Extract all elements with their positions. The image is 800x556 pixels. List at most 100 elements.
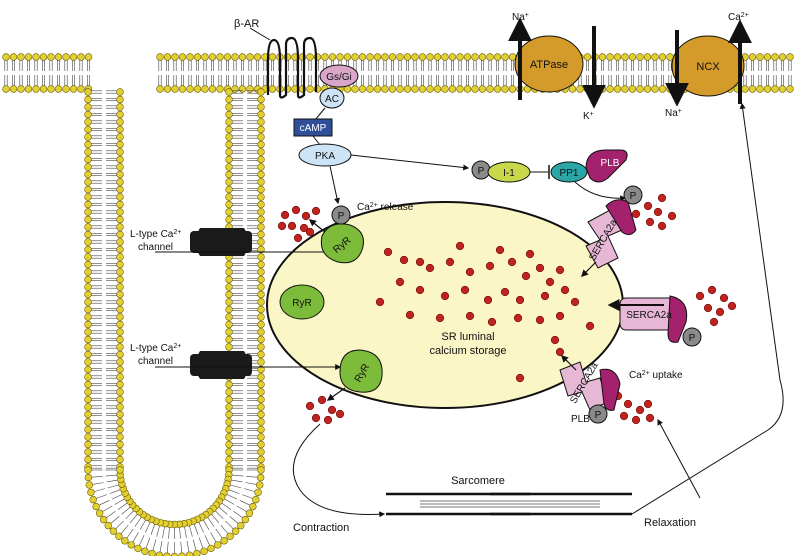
lipid-head: [116, 170, 124, 179]
lipid-head: [84, 103, 92, 111]
lipid-head: [116, 305, 124, 314]
calcium-ion: [375, 297, 385, 307]
calcium-ion: [405, 310, 415, 320]
lipid-head: [763, 53, 772, 61]
lipid-head: [156, 85, 164, 93]
lipid-head: [69, 53, 78, 61]
lipid-head: [756, 85, 764, 93]
lipid-head: [155, 551, 164, 556]
lipid-head: [84, 283, 92, 291]
lipid-head: [621, 53, 629, 61]
serca-bottom: SERCA2a: [559, 360, 621, 411]
calcium-ion: [507, 257, 517, 267]
lipid-head: [658, 53, 667, 61]
lipid-head: [598, 85, 607, 93]
lipid-head: [225, 125, 233, 134]
calcium-ions: [277, 193, 737, 425]
lipid-head: [116, 283, 124, 291]
lipid-head: [116, 215, 124, 224]
calcium-ion: [485, 261, 495, 271]
lipid-head: [388, 53, 397, 61]
lipid-head: [225, 103, 233, 111]
lipid-head: [628, 53, 637, 61]
lipid-head: [84, 170, 92, 179]
lipid-head: [225, 260, 233, 269]
lipid-head: [225, 433, 233, 441]
pp1-enzyme: [550, 161, 588, 183]
plb-top-label: PLB: [601, 158, 620, 169]
lipid-head: [116, 133, 124, 141]
lipid-head: [257, 365, 265, 374]
lipid-head: [116, 373, 124, 381]
lipid-head: [84, 380, 92, 389]
lipid-head: [658, 85, 667, 93]
lipid-head: [84, 193, 92, 201]
lipid-head: [257, 133, 265, 141]
calcium-ion: [487, 317, 497, 327]
calcium-ion: [301, 211, 311, 221]
lipid-head: [225, 110, 233, 119]
lipid-head: [388, 85, 397, 93]
lipid-head: [116, 103, 124, 111]
lipid-head: [116, 388, 124, 396]
lipid-head: [225, 155, 233, 164]
calcium-ion: [631, 415, 641, 425]
lipid-head: [116, 118, 124, 126]
lipid-head: [116, 466, 124, 474]
lipid-head: [84, 260, 92, 269]
calcium-ion: [465, 267, 475, 277]
lipid-head: [84, 418, 92, 426]
lipid-head: [225, 283, 233, 291]
beta-ar-receptor-icon: [266, 36, 318, 99]
lipid-head: [84, 410, 92, 419]
lipid-head: [373, 53, 382, 61]
lipid-head: [116, 440, 124, 449]
calcium-ion: [455, 241, 465, 251]
lipid-head: [343, 53, 352, 61]
serca-middle: SERCA2a: [619, 295, 688, 343]
lipid-head: [245, 509, 254, 517]
lipid-head: [257, 110, 265, 119]
lipid-head: [84, 215, 92, 224]
lipid-head: [493, 85, 502, 93]
lipid-head: [478, 53, 487, 61]
calcium-ion: [525, 249, 535, 259]
lipid-head: [220, 537, 228, 545]
serca-middle-phosphate: [682, 327, 702, 347]
lipid-head: [257, 440, 265, 449]
lipid-head: [2, 85, 10, 93]
lipid-head: [786, 85, 794, 93]
serca-top-phosphate-label: P: [630, 191, 637, 202]
lipid-head: [257, 388, 265, 396]
lipid-head: [84, 163, 92, 171]
lipid-head: [148, 549, 156, 556]
lipid-head: [441, 53, 449, 61]
lipid-head: [257, 148, 265, 156]
lipid-head: [786, 53, 794, 61]
lipid-head: [246, 53, 254, 61]
lipid-head: [84, 335, 92, 344]
lipid-head: [306, 85, 314, 93]
lipid-head: [214, 541, 222, 549]
lipid-head: [84, 253, 92, 261]
lipid-head: [225, 440, 233, 449]
lipid-head: [583, 85, 592, 93]
calcium-ion: [545, 277, 555, 287]
lipid-head: [257, 298, 265, 306]
lipid-head: [116, 418, 124, 426]
calcium-ion: [293, 233, 303, 243]
lipid-head: [257, 448, 265, 456]
lipid-head: [225, 388, 233, 396]
i1-phosphate-label: P: [478, 166, 485, 177]
calcium-ion: [555, 265, 565, 275]
lipid-head: [17, 85, 25, 93]
lipid-head: [92, 502, 100, 511]
lipid-head: [257, 185, 265, 194]
lipid-head: [613, 85, 622, 93]
calcium-ion: [317, 395, 327, 405]
lipid-head: [116, 178, 124, 186]
lipid-head: [116, 380, 124, 389]
lipid-head: [748, 53, 757, 61]
lipid-head: [257, 395, 265, 404]
lipid-head: [84, 110, 92, 119]
